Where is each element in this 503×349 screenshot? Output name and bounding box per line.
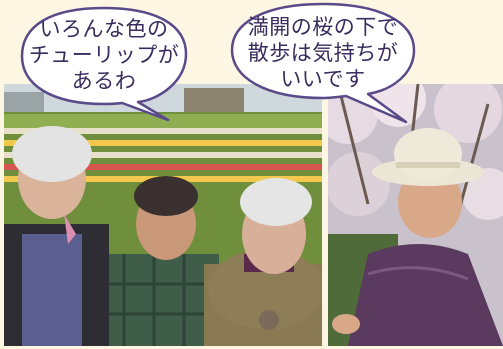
photo-tulip-field-three-women	[4, 84, 322, 346]
speech-bubble-tulips: いろんな色の チューリップが あるわ	[18, 4, 190, 122]
speech-bubble-tulips-text: いろんな色の チューリップが あるわ	[18, 16, 190, 94]
speech-bubble-tulips-line-1: いろんな色の	[39, 17, 169, 41]
speech-bubble-tulips-line-2: チューリップが	[28, 43, 180, 67]
speech-bubble-cherry-blossoms: 満開の桜の下で 散歩は気持ちが いいです	[228, 0, 418, 124]
speech-bubble-cherry-blossoms-text: 満開の桜の下で 散歩は気持ちが いいです	[228, 14, 418, 92]
speech-bubble-cherry-blossoms-line-2: 散歩は気持ちが	[247, 41, 399, 65]
photo-cherry-blossom-illustration	[328, 84, 503, 346]
photo-cherry-blossom-woman	[328, 84, 503, 346]
speech-bubble-tulips-line-3: あるわ	[71, 69, 137, 93]
photo-tulip-field-illustration	[4, 84, 322, 346]
speech-bubble-cherry-blossoms-line-3: いいです	[280, 67, 366, 91]
speech-bubble-tulips-shape	[20, 6, 188, 122]
speech-bubble-cherry-blossoms-shape	[230, 2, 416, 124]
speech-bubble-cherry-blossoms-line-1: 満開の桜の下で	[247, 15, 399, 39]
